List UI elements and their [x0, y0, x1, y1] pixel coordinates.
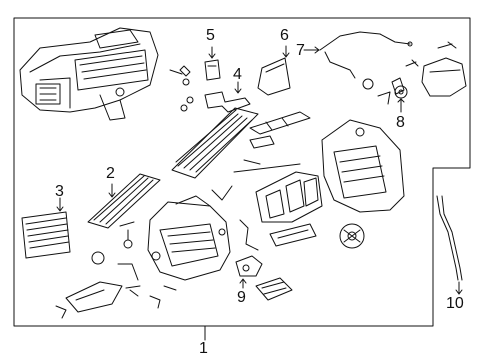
callout-5: 5: [206, 27, 215, 44]
center-duct: [255, 171, 323, 223]
part-3-heater-core: [21, 197, 71, 259]
callout-8: 8: [396, 114, 405, 131]
fasteners: [91, 221, 141, 289]
part-9-motor: [235, 255, 263, 289]
hvac-lower-case: [147, 195, 231, 281]
clip-parts: [362, 77, 405, 105]
callout-4: 4: [233, 66, 242, 83]
part-5-sensor: [204, 46, 221, 81]
callout-3: 3: [55, 183, 64, 200]
hvac-upper-housing: [19, 27, 159, 121]
callout-2: 2: [106, 165, 115, 182]
blower-cover: [421, 57, 467, 97]
part-10-drain-hose: [436, 195, 463, 295]
callout-7: 7: [296, 42, 305, 59]
blower-case: [321, 119, 405, 213]
callout-1: 1: [199, 340, 208, 357]
bolt-part: [169, 65, 194, 112]
part-6-duct: [257, 45, 291, 96]
small-clips: [129, 285, 177, 309]
part-7-harness: [303, 31, 413, 79]
part-4-bracket: [204, 81, 251, 113]
callout-6: 6: [280, 27, 289, 44]
bolt-set: [405, 41, 457, 67]
part-2-filter: [87, 173, 161, 229]
linkage-rods: [211, 135, 301, 251]
blower-fan: [339, 223, 365, 249]
callout-10: 10: [446, 295, 464, 312]
duct-bracket: [269, 223, 317, 247]
callout-9: 9: [237, 289, 246, 306]
assembly-boundary: [13, 17, 471, 327]
part-8-actuator: [394, 85, 408, 113]
actuator-bracket: [255, 277, 293, 301]
seal-plate: [249, 111, 311, 135]
evaporator-core: [171, 107, 259, 179]
floor-duct: [55, 281, 123, 319]
